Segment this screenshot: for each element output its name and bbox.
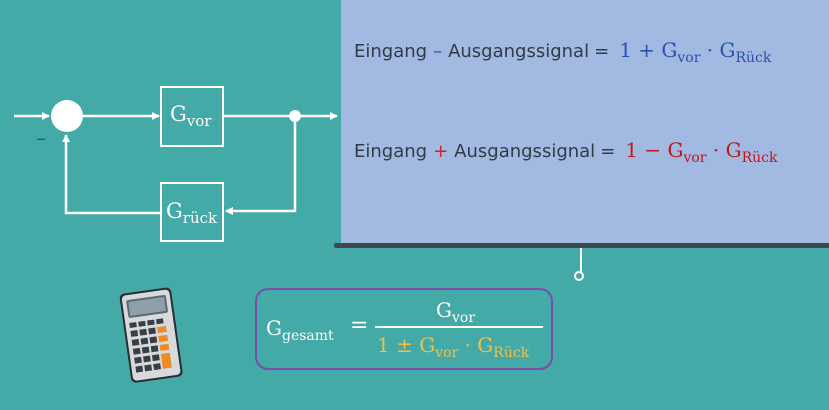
- formula-lhs: Ggesamt: [266, 316, 334, 344]
- block-feedback-label: Grück: [166, 199, 218, 227]
- eq2-word-eingang: Eingang: [354, 141, 428, 162]
- equation-row-1: Eingang – Ausgangssignal = 1 + Gvor · GR…: [354, 38, 771, 66]
- block-diagram: [14, 86, 338, 242]
- block-forward-label: Gvor: [170, 102, 212, 130]
- eq2-sign: +: [433, 141, 449, 162]
- formula-numerator: Gvor: [436, 298, 476, 326]
- formula-box: [255, 288, 553, 370]
- eq1-word-ausgangssignal: Ausgangssignal: [448, 41, 590, 62]
- eq1-sign: –: [433, 41, 443, 62]
- eq1-rhs: 1 + Gvor · GRück: [619, 38, 772, 66]
- feedback-line-right: [225, 116, 297, 215]
- eq1-equals: =: [594, 41, 610, 62]
- feedback-line-left: [62, 134, 161, 215]
- board-ring: [574, 271, 584, 281]
- equation-row-2: Eingang + Ausgangssignal = 1 − Gvor · GR…: [354, 138, 777, 166]
- fraction-bar: [375, 326, 543, 328]
- summing-minus-sign: –: [36, 126, 46, 150]
- calculator-icon: [119, 287, 183, 383]
- formula-denominator: 1 ± Gvor · GRück: [377, 333, 530, 361]
- summing-junction: [51, 100, 83, 132]
- board-stem: [580, 248, 582, 272]
- eq2-equals: =: [600, 141, 616, 162]
- eq2-rhs: 1 − Gvor · GRück: [625, 138, 778, 166]
- eq1-word-eingang: Eingang: [354, 41, 428, 62]
- formula-equals: =: [350, 313, 369, 338]
- board-shelf: [334, 243, 829, 248]
- eq2-word-ausgangssignal: Ausgangssignal: [454, 141, 596, 162]
- equation-board: [341, 0, 829, 244]
